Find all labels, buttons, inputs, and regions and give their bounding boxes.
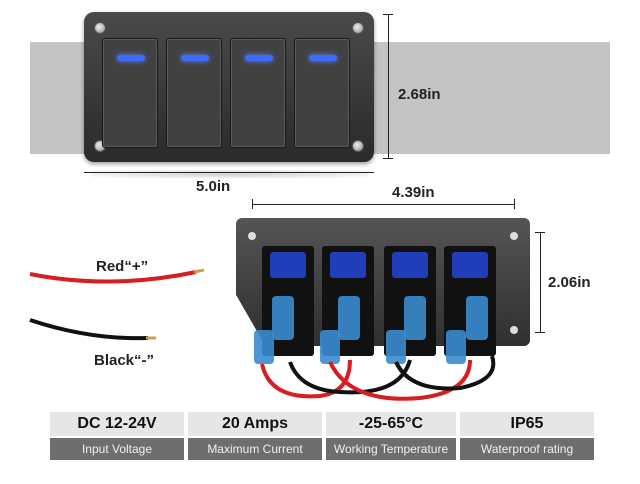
terminal-connector [446, 330, 466, 364]
red-wire [29, 270, 197, 284]
terminal-connector [338, 296, 360, 340]
mounting-hole [510, 232, 518, 240]
led-indicator [117, 55, 145, 61]
terminal-connector [466, 296, 488, 340]
rocker-switch-3 [230, 38, 286, 148]
black-wire [29, 318, 149, 341]
spec-max-current: 20 Amps Maximum Current [188, 412, 322, 464]
spec-value: 20 Amps [188, 412, 322, 436]
spec-value: DC 12-24V [50, 412, 184, 436]
dimension-tick [383, 14, 393, 15]
dimension-line-back-height [540, 232, 541, 332]
terminal-connector [386, 330, 406, 364]
terminal-connector [320, 330, 340, 364]
spec-label: Waterproof rating [460, 438, 594, 460]
screw-icon [352, 22, 364, 34]
dimension-tick [252, 199, 253, 209]
fuse-1 [270, 252, 306, 278]
fuse-2 [330, 252, 366, 278]
red-wire-label: Red“+” [96, 258, 149, 275]
spec-label: Maximum Current [188, 438, 322, 460]
rocker-switch-1 [102, 38, 158, 148]
dimension-tick [535, 232, 545, 233]
dimension-tick [535, 332, 545, 333]
spec-value: -25-65°C [326, 412, 456, 436]
harness-red-2 [328, 359, 472, 401]
spec-waterproof-rating: IP65 Waterproof rating [460, 412, 594, 464]
front-height-label: 2.68in [398, 86, 441, 103]
dimension-line-front-height [388, 14, 389, 158]
dimension-tick [514, 199, 515, 209]
spec-input-voltage: DC 12-24V Input Voltage [50, 412, 184, 464]
spec-label: Input Voltage [50, 438, 184, 460]
back-height-label: 2.06in [548, 274, 591, 291]
terminal-connector [254, 330, 274, 364]
mounting-hole [248, 232, 256, 240]
panel-shadow [92, 170, 368, 178]
switch-panel-front [84, 12, 374, 162]
back-width-label: 4.39in [392, 184, 435, 201]
harness-black-1 [288, 359, 412, 395]
screw-icon [94, 22, 106, 34]
spec-value: IP65 [460, 412, 594, 436]
front-width-label: 5.0in [196, 178, 231, 195]
fuse-3 [392, 252, 428, 278]
dimension-line-back-width [252, 204, 514, 205]
led-indicator [245, 55, 273, 61]
led-indicator [309, 55, 337, 61]
fuse-4 [452, 252, 488, 278]
black-wire-label: Black“-” [94, 352, 155, 369]
terminal-connector [272, 296, 294, 340]
red-wire-tip [193, 268, 205, 274]
spec-label: Working Temperature [326, 438, 456, 460]
mounting-hole [510, 326, 518, 334]
dimension-line-front-width [84, 172, 374, 173]
harness-black-2 [394, 355, 496, 391]
screw-icon [352, 140, 364, 152]
led-indicator [181, 55, 209, 61]
harness-red-1 [260, 359, 352, 399]
rocker-switch-2 [166, 38, 222, 148]
rocker-switch-4 [294, 38, 350, 148]
dimension-tick [383, 158, 393, 159]
spec-working-temperature: -25-65°C Working Temperature [326, 412, 456, 464]
terminal-connector [404, 296, 426, 340]
